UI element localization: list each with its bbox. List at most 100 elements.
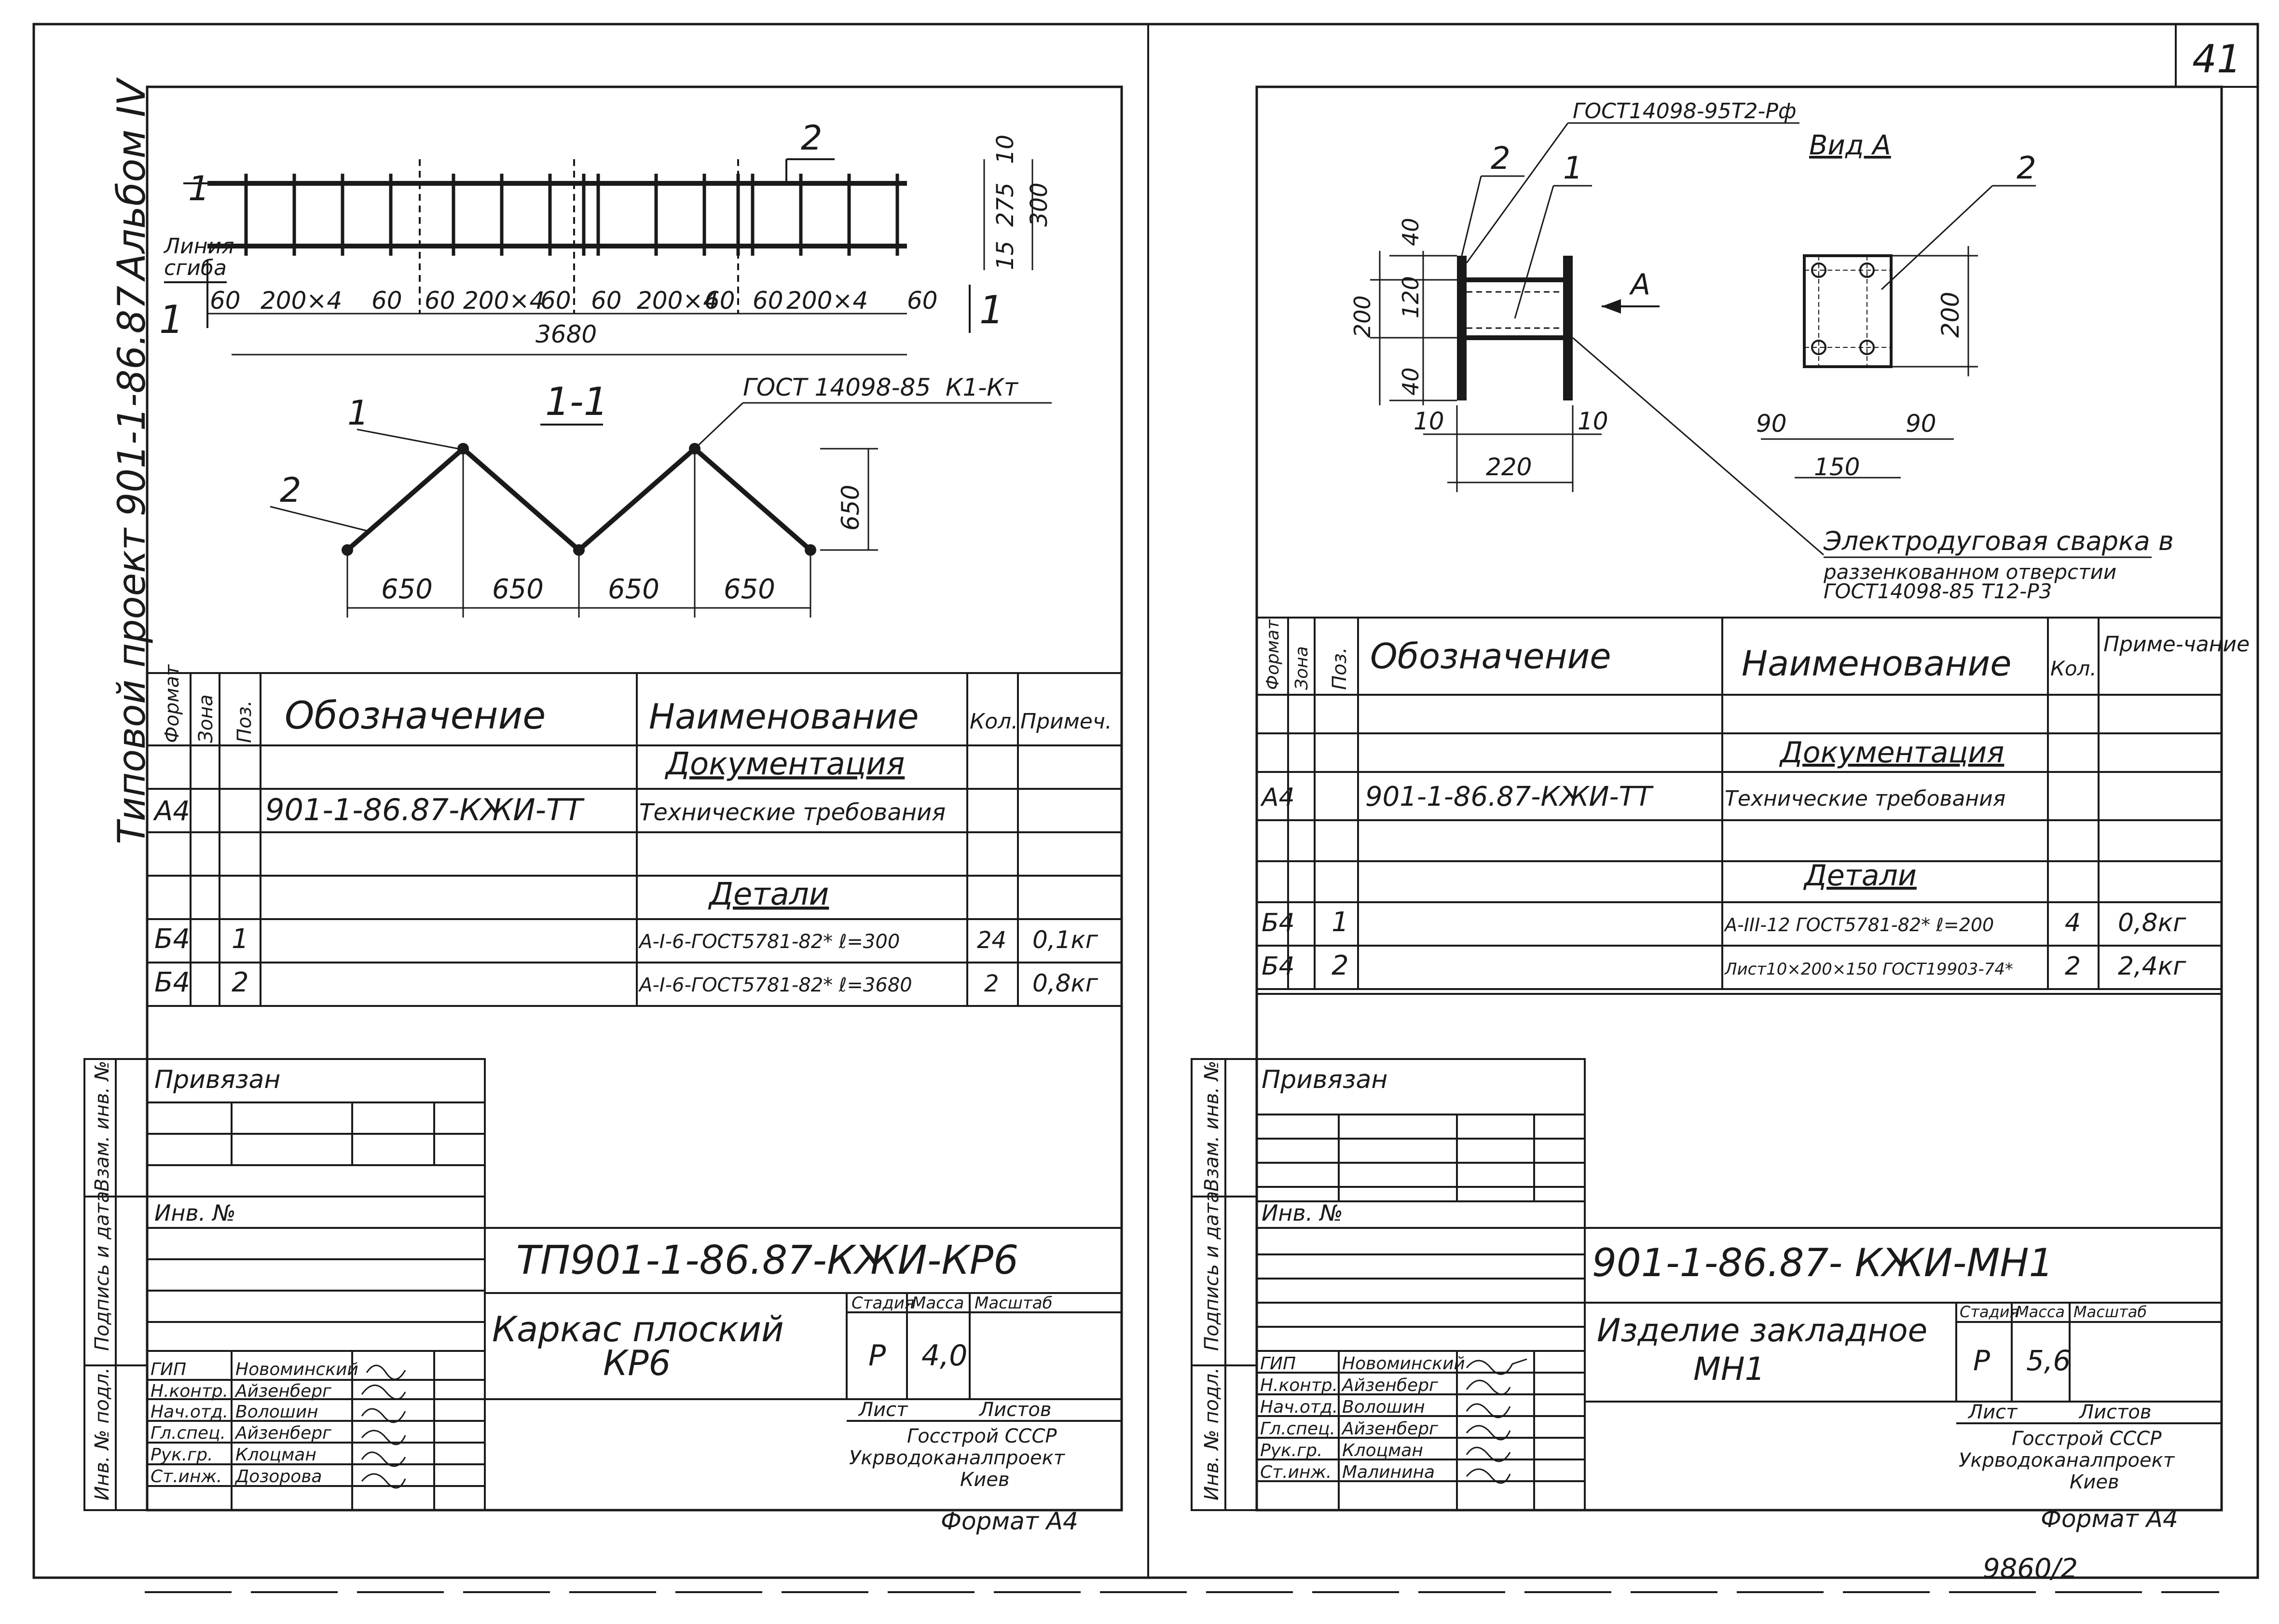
rs-role-3: Гл.спец. <box>1260 1419 1335 1439</box>
ls-title1: Каркас плоский <box>492 1309 784 1349</box>
vdim-0: 10 <box>992 135 1019 164</box>
rs-name-4: Клоцман <box>1342 1441 1423 1460</box>
ls-role-1: Н.контр. <box>151 1381 228 1401</box>
ls-title2: КР6 <box>603 1343 671 1383</box>
rrow6-format: Б4 <box>1262 952 1295 981</box>
rs-org2: Укрводоканалпроект <box>1959 1449 2175 1472</box>
section-w3: 650 <box>724 574 775 605</box>
rs-signatures <box>1466 1358 1527 1484</box>
rrow2-format: А4 <box>1260 783 1295 812</box>
rs-mass: 5,6 <box>2026 1344 2071 1377</box>
vdim-3: 300 <box>1026 182 1053 227</box>
view-a-plate <box>1803 254 1893 368</box>
d-pos1: 1 <box>1563 151 1583 186</box>
lh-name: Наименование <box>649 696 919 737</box>
rs-format: Формат А4 <box>2041 1505 2178 1533</box>
rrow5-note: 0,8кг <box>2118 908 2186 937</box>
page-border <box>32 23 2259 1579</box>
section-w0: 650 <box>381 574 433 605</box>
rs-side-2: Инв. № подл. <box>1201 1367 1223 1500</box>
ls-name-1: Айзенберг <box>234 1381 332 1401</box>
rs-title2: МН1 <box>1693 1350 1765 1388</box>
lrow1-designation: 901-1-86.87-КЖИ-ТТ <box>265 792 585 827</box>
ls-org1: Госстрой СССР <box>907 1425 1057 1447</box>
bend-line-label2: сгиба <box>164 256 227 280</box>
rs-bound: Привязан <box>1262 1065 1387 1094</box>
d-ldim-2: 40 <box>1398 367 1424 396</box>
rh-format: Формат <box>1263 619 1283 690</box>
rs-sheet-h: Лист <box>1967 1401 2018 1423</box>
footer-code: 9860/2 <box>1983 1553 2078 1584</box>
section-weld: ГОСТ 14098-85 <box>743 373 931 401</box>
lrow4-qty: 24 <box>977 927 1006 954</box>
weld-top: ГОСТ14098-95Т2-Рф <box>1573 99 1796 124</box>
ls-role-0: ГИП <box>151 1360 186 1379</box>
lrow5-name: А-I-6-ГОСТ5781-82* ℓ=3680 <box>638 974 912 996</box>
rs-name-5: Малинина <box>1342 1462 1435 1482</box>
lrow5-note: 0,8кг <box>1032 969 1098 997</box>
dim-8: 60 <box>704 287 735 315</box>
rs-side-1: Подпись и дата <box>1201 1191 1223 1351</box>
lh-zone: Зона <box>195 694 217 743</box>
rh-note: Приме-чание <box>2103 632 2250 657</box>
rs-code: 901-1-86.87- КЖИ-МН1 <box>1592 1240 2053 1285</box>
ls-mass: 4,0 <box>921 1339 967 1373</box>
ls-stage-h: Стадия <box>851 1294 914 1313</box>
rs-scale-h: Масштаб <box>2073 1303 2147 1321</box>
rs-role-0: ГИП <box>1260 1354 1296 1374</box>
d-pos2b: 2 <box>2017 151 2036 186</box>
view-dim-1: 90 <box>1906 410 1936 438</box>
right-spec-table: Формат Зона Поз. Обозначение Наименовани… <box>1256 617 2250 995</box>
lrow4-note: 0,1кг <box>1032 926 1098 954</box>
dim-6: 60 <box>591 287 622 315</box>
rs-org1: Госстрой СССР <box>2012 1428 2162 1450</box>
d-bdim-0: 10 <box>1414 407 1444 435</box>
dim-2: 60 <box>371 287 402 315</box>
rs-side-0: Взам. инв. № <box>1201 1060 1223 1192</box>
dim-5: 60 <box>540 287 571 315</box>
rrow1-name: Документация <box>1779 736 2004 770</box>
lrow5-qty: 2 <box>984 970 999 997</box>
section-w2: 650 <box>608 574 659 605</box>
ls-role-3: Гл.спец. <box>151 1423 226 1443</box>
lrow1-format: А4 <box>153 796 190 827</box>
section-mark-left: 1 <box>159 297 184 342</box>
d-bdim-1: 10 <box>1578 407 1608 435</box>
rrow6-name: Лист10×200×150 ГОСТ19903-74* <box>1724 960 2013 979</box>
rs-title1: Изделие закладное <box>1597 1312 1927 1349</box>
lrow5-format: Б4 <box>154 967 190 998</box>
ls-name-5: Дозорова <box>234 1467 322 1486</box>
ls-sheet-h: Лист <box>858 1399 908 1421</box>
dim-1: 200×4 <box>261 287 342 315</box>
ls-role-2: Нач.отд. <box>151 1402 228 1422</box>
d-ldim-3: 200 <box>1349 295 1375 338</box>
rh-zone: Зона <box>1292 646 1312 690</box>
vdim-1: 275 <box>992 182 1019 227</box>
ls-format: Формат А4 <box>941 1507 1078 1535</box>
rrow4-name: Детали <box>1803 859 1917 893</box>
d-pos2a: 2 <box>1491 141 1510 177</box>
left-sheet: Альбом IV Типовой проект 901-1-86.87 1 2… <box>83 77 1123 1535</box>
lh-designation: Обозначение <box>285 694 546 738</box>
ls-signatures <box>361 1364 406 1489</box>
rh-designation: Обозначение <box>1370 636 1611 676</box>
rs-stage: Р <box>1973 1344 1990 1377</box>
lh-pos: Поз. <box>233 700 256 743</box>
view-title: Вид А <box>1809 130 1891 161</box>
d-ldim-0: 40 <box>1398 218 1424 246</box>
dim-4: 200×4 <box>463 287 545 315</box>
ls-org3: Киев <box>960 1469 1010 1491</box>
left-stamp: Инв. № подл. Подпись и дата Взам. инв. №… <box>83 1058 1122 1535</box>
view-dim-2: 150 <box>1814 453 1860 481</box>
ls-side-2: Инв. № подл. <box>91 1367 113 1500</box>
section-pos2: 2 <box>280 470 302 510</box>
dim-3: 60 <box>425 287 455 315</box>
ls-name-2: Волошин <box>235 1402 318 1422</box>
rh-qty: Кол. <box>2050 657 2097 680</box>
ls-side-0: Взам. инв. № <box>91 1060 113 1192</box>
plan-pos2: 2 <box>801 118 823 158</box>
ls-sheets-h: Листов <box>978 1399 1051 1421</box>
vdim-2: 15 <box>992 241 1019 270</box>
dim-0: 60 <box>210 287 241 315</box>
